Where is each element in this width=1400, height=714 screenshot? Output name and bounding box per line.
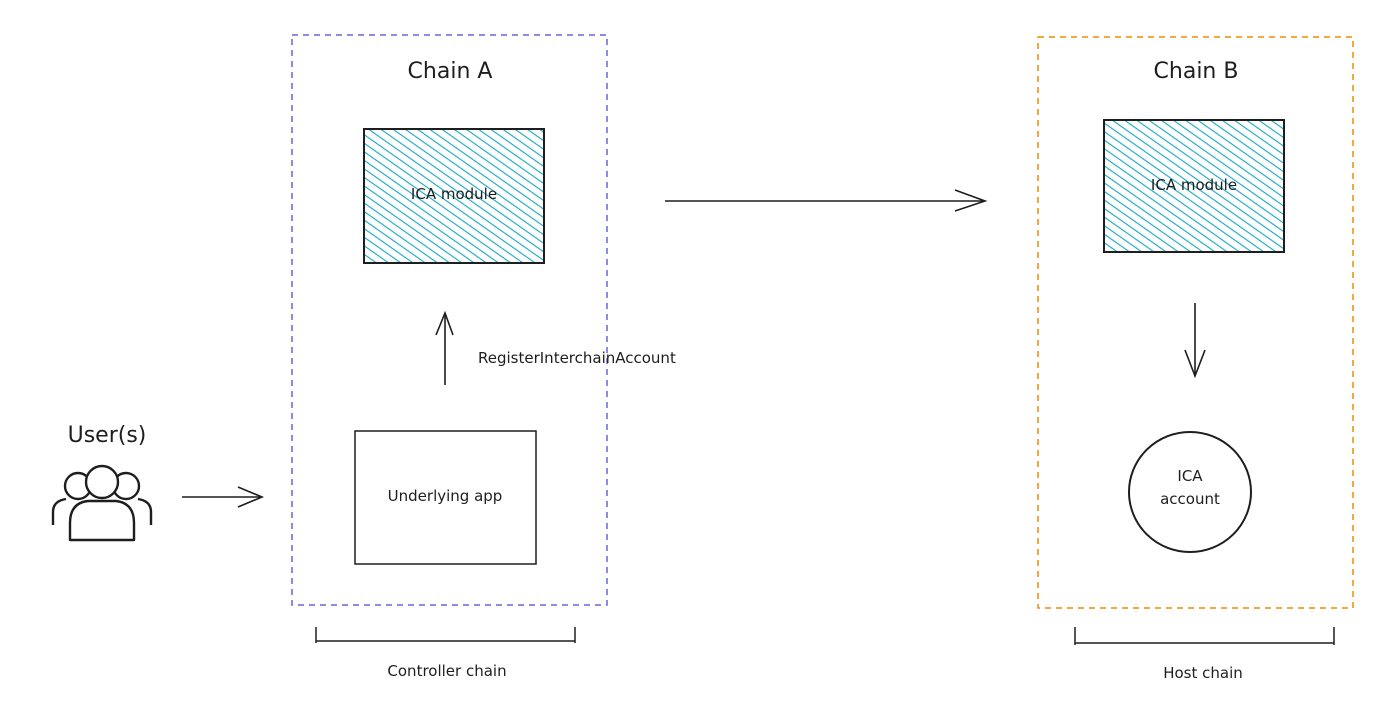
ica-account-label-line2: account [1160, 490, 1220, 508]
chain-b-container [1037, 36, 1354, 609]
chain-a-module-label: ICA module [410, 185, 498, 203]
controller-chain-label: Controller chain [387, 662, 507, 680]
host-chain-bracket [1074, 627, 1335, 645]
users-label: User(s) [67, 423, 147, 448]
chain-b-title: Chain B [1153, 59, 1239, 84]
chain-b-ica-module-box [1103, 119, 1285, 253]
chain-a-container [291, 34, 608, 606]
underlying-app-label: Underlying app [387, 487, 503, 505]
users-group-icon [51, 464, 153, 542]
chain-a-title: Chain A [407, 59, 493, 84]
ica-account-label-line1: ICA [1177, 467, 1203, 485]
ica-account-circle [1128, 431, 1252, 553]
underlying-app-box [354, 430, 537, 565]
controller-chain-bracket [315, 627, 576, 643]
register-action-label: RegisterInterchainAccount [478, 349, 676, 367]
host-down-arrow [1184, 303, 1206, 379]
chain-a-ica-module-box [363, 128, 545, 264]
chain-b-module-label: ICA module [1150, 176, 1238, 194]
users-arrow [182, 486, 265, 508]
register-arrow [435, 310, 454, 385]
cross-chain-arrow [665, 189, 988, 212]
host-chain-label: Host chain [1163, 664, 1243, 682]
